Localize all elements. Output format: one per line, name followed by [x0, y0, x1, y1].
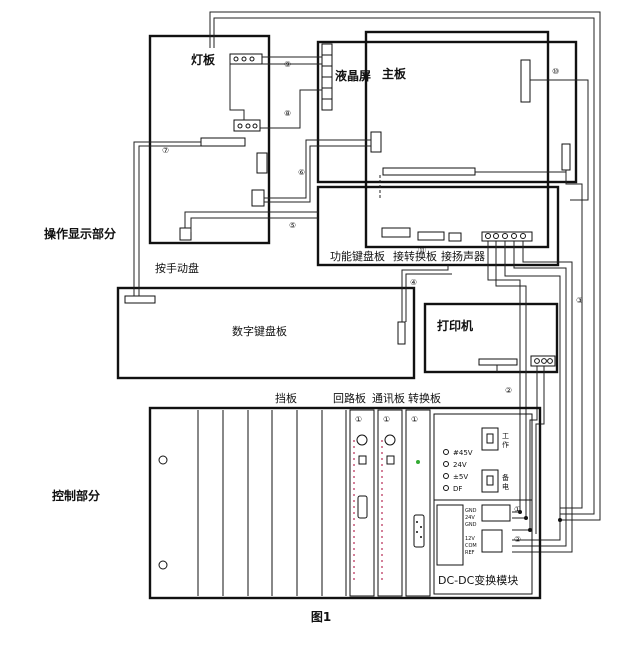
terminal-com: COM — [465, 543, 477, 549]
light-board-connector-mid — [233, 119, 261, 132]
light-board: 灯板 按手动盘 — [148, 34, 271, 275]
comm-board — [377, 409, 403, 597]
backup-switch — [481, 469, 499, 493]
rack-mount-hole-bottom — [158, 560, 168, 570]
marker-4: ④ — [410, 278, 417, 287]
marker-7: ⑦ — [162, 146, 169, 155]
dcdc-module-label: DC-DC变换模块 — [438, 573, 518, 587]
main-board-connector-left — [370, 131, 382, 153]
terminal-gnd-1: GND — [465, 508, 477, 514]
numeric-keyboard-connector-right — [397, 321, 406, 345]
printer-connector-data — [478, 358, 518, 366]
marker-6: ⑥ — [298, 168, 305, 177]
switch-text-4: 电 — [502, 482, 509, 491]
marker-11: ⑪ — [418, 246, 426, 255]
light-board-connector-ribbon — [200, 137, 246, 147]
function-keyboard-board: 功能键盘板 接转换板 接扬声器 — [316, 185, 560, 267]
printer-connector-power — [530, 355, 556, 367]
marker-1: ① — [514, 505, 521, 514]
main-board-connector-bottom — [382, 167, 476, 176]
lcd-label: 液晶屏 — [335, 68, 371, 83]
numeric-keyboard-label: 数字键盘板 — [232, 324, 287, 338]
switch-text-1: 工 — [502, 432, 509, 440]
work-switch — [481, 427, 499, 451]
loop-board-db-connector — [357, 495, 368, 519]
function-keyboard-connector-2 — [417, 231, 445, 241]
operation-display-section-label: 操作显示部分 — [44, 226, 116, 241]
loop-board — [349, 409, 375, 597]
switch-text-2: 作 — [502, 440, 509, 449]
figure-caption: 图1 — [311, 610, 331, 624]
numeric-keyboard-board: 数字键盘板 — [116, 286, 416, 380]
main-board-connector-top — [520, 59, 531, 103]
function-keyboard-connector-3 — [448, 232, 462, 242]
printer-box: 打印机 — [423, 302, 559, 374]
conversion-board — [405, 409, 431, 597]
marker-10: ⑩ — [552, 67, 559, 76]
function-keyboard-connector-1 — [381, 227, 411, 238]
indicator-45v: #45V — [453, 449, 473, 457]
marker-2b: ② — [514, 535, 521, 544]
indicator-24v: 24V — [453, 461, 467, 469]
control-rack: ① ① ① 挡板 回路板 通讯板 转换板 — [148, 391, 542, 600]
terminal-ref: REF — [465, 550, 475, 556]
marker-8: ⑧ — [284, 109, 291, 118]
indicator-5v: ±5V — [453, 473, 468, 481]
loop-board-label: 回路板 — [333, 391, 366, 405]
marker-3: ③ — [576, 296, 583, 305]
comm-board-label: 通讯板 — [372, 391, 405, 405]
printer-label: 打印机 — [437, 318, 473, 333]
speaker-label: 接扬声器 — [441, 249, 485, 263]
terminal-12v: 12V — [465, 536, 475, 542]
marker-9: ⑨ — [284, 60, 291, 69]
light-board-connector-bottom — [179, 227, 192, 241]
terminal-24v: 24V — [465, 515, 475, 521]
numeric-keyboard-connector-left — [124, 295, 156, 304]
conversion-board-label: 转换板 — [408, 391, 441, 405]
main-board-label: 主板 — [382, 66, 407, 81]
main-board: 主板 — [364, 30, 571, 249]
manual-handle-label: 按手动盘 — [155, 261, 199, 275]
comm-board-marker: ① — [383, 415, 390, 424]
control-section-label: 控制部分 — [52, 488, 100, 503]
wiring — [133, 11, 601, 553]
light-board-connector-right-2 — [251, 189, 265, 207]
terminal-gnd-2: GND — [465, 522, 477, 528]
baffle-label: 挡板 — [275, 391, 297, 405]
switch-text-3: 备 — [502, 473, 509, 482]
light-board-connector-right-1 — [256, 152, 268, 174]
wire-markers: ⑨ ⑧ ⑥ ⑦ ⑤ ⑩ ⑪ ④ ③ ② ① ② — [162, 60, 583, 544]
indicator-df: DF — [453, 485, 462, 493]
rack-mount-hole-top — [158, 455, 168, 465]
light-board-label: 灯板 — [191, 52, 216, 67]
dcdc-module-frame — [433, 413, 533, 595]
terminal-block — [436, 504, 464, 566]
marker-2: ② — [505, 386, 512, 395]
conversion-board-marker: ① — [411, 415, 418, 424]
marker-5: ⑤ — [289, 221, 296, 230]
conversion-board-db-connector — [413, 514, 425, 548]
adapter-board-label: 接转换板 — [393, 249, 437, 263]
loop-board-marker: ① — [355, 415, 362, 424]
dcdc-module: #45V 24V ±5V DF 工 作 备 电 GND 24V GND 12V … — [433, 413, 533, 595]
lcd-panel: 液晶屏 — [316, 40, 578, 184]
main-board-connector-right — [561, 143, 571, 171]
function-keyboard-label: 功能键盘板 — [330, 249, 385, 263]
